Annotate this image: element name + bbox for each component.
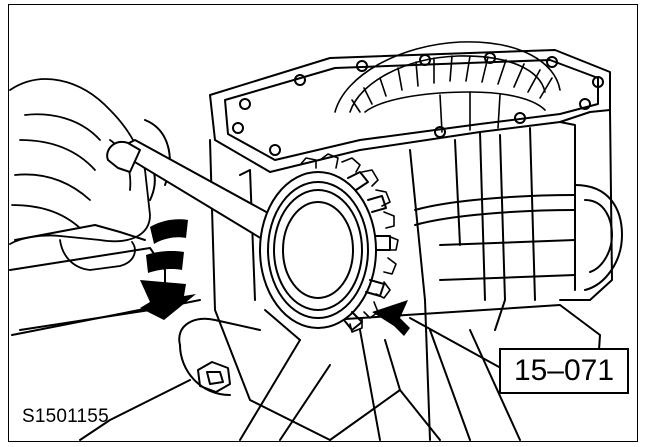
- callout-label: 15–071: [499, 348, 629, 394]
- rotation-arrow: [140, 219, 196, 320]
- case-body: [79, 109, 623, 441]
- adjusting-nut: [259, 171, 391, 331]
- callout-leader: [409, 317, 500, 368]
- ring-gear: [334, 41, 561, 133]
- case-top-flange: [209, 49, 611, 173]
- gear-teeth: [299, 153, 399, 333]
- pointer-arrow: [372, 300, 410, 336]
- callout-label-text: 15–071: [513, 354, 615, 387]
- hand: [9, 78, 151, 271]
- bolt-head: [197, 361, 231, 393]
- figure-code: S1501155: [22, 406, 109, 427]
